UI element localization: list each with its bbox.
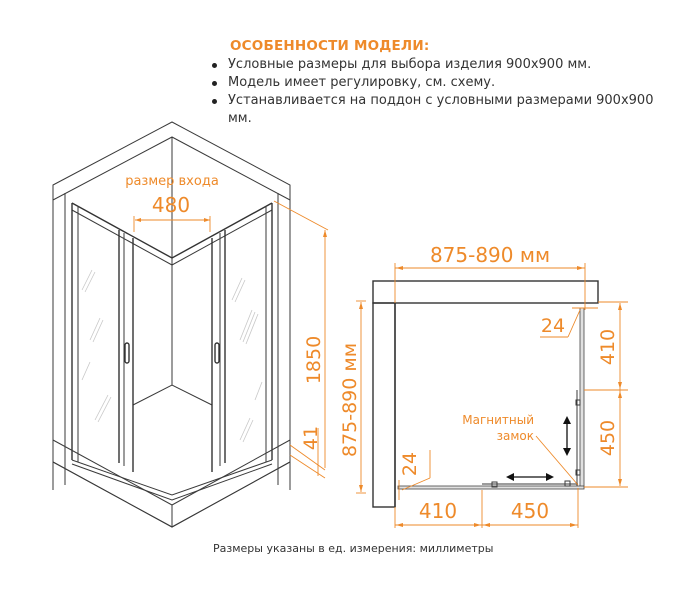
- side-fixed-value: 410: [597, 329, 619, 365]
- features-block: ОСОБЕННОСТИ МОДЕЛИ: Условные размеры для…: [208, 38, 668, 128]
- height-value: 1850: [303, 336, 325, 384]
- iso-depth-value: 875-890 мм: [339, 343, 361, 457]
- profile-left-value: 24: [399, 452, 421, 476]
- front-fixed-value: 410: [419, 499, 457, 523]
- glass-reflection-hatching: [81, 269, 263, 443]
- plan-view-drawing: [372, 280, 599, 508]
- plan-dimensions: 875-890 мм 24 410 450 24: [394, 243, 628, 528]
- entry-size-label: размер входа: [125, 174, 219, 189]
- feature-item: Модель имеет регулировку, см. схему.: [208, 74, 668, 92]
- plan-width-value: 875-890 мм: [430, 243, 550, 267]
- sliding-arrow-horizontal-icon: [506, 473, 554, 481]
- side-door-value: 450: [597, 420, 619, 456]
- iso-dimensions: размер входа 480 1850 41 875-890 мм: [125, 174, 366, 494]
- units-footnote: Размеры указаны в ед. измерения: миллиме…: [213, 542, 494, 555]
- feature-item: Условные размеры для выбора изделия 900x…: [208, 56, 668, 74]
- sliding-arrow-vertical-icon: [563, 416, 571, 456]
- magnet-lock-label-line1: Магнитный: [462, 413, 534, 427]
- magnet-lock-label-line2: замок: [497, 429, 534, 443]
- front-door-value: 450: [511, 499, 549, 523]
- profile-top-value: 24: [541, 315, 565, 337]
- features-list: Условные размеры для выбора изделия 900x…: [208, 56, 668, 128]
- entry-size-value: 480: [152, 193, 190, 217]
- isometric-shower-drawing: [52, 121, 291, 528]
- feature-item: Устанавливается на поддон с условными ра…: [208, 92, 668, 128]
- features-title: ОСОБЕННОСТИ МОДЕЛИ:: [230, 38, 430, 54]
- tray-height-value: 41: [300, 426, 322, 450]
